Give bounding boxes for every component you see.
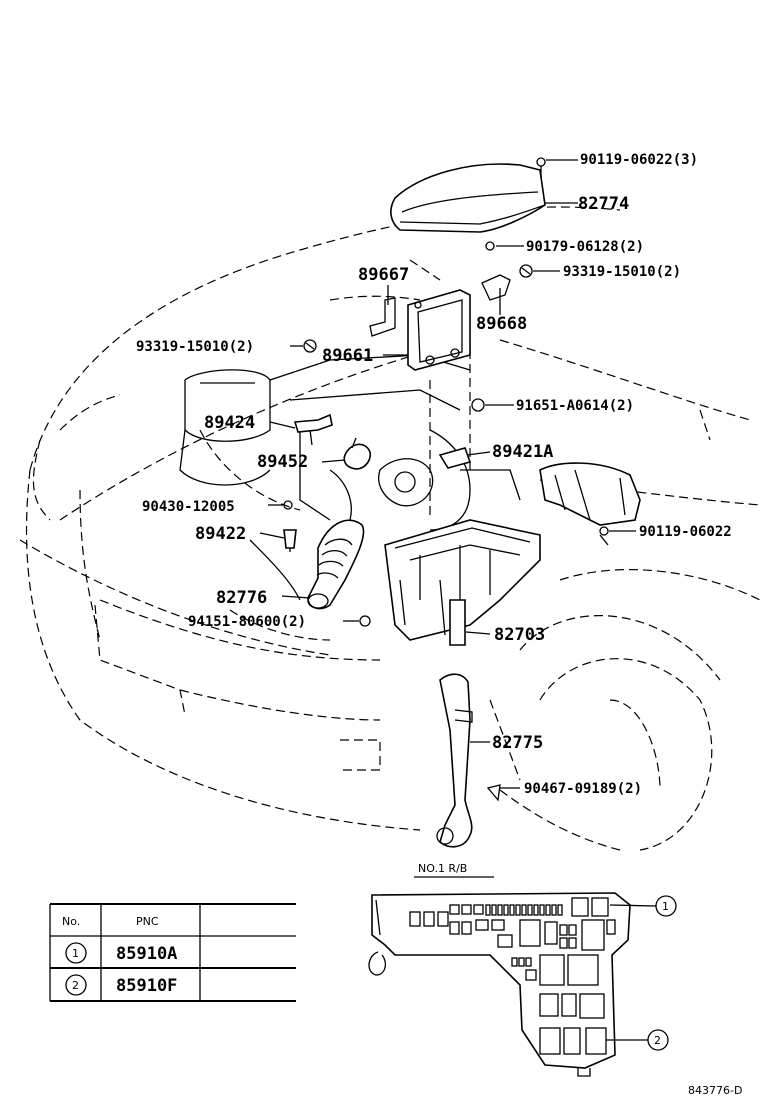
table-header-no: No. — [62, 915, 80, 928]
callout-90119-06022: 90119-06022 — [639, 524, 732, 540]
callout-93319-15010-right: 93319-15010(2) — [563, 264, 681, 280]
drawing-id: 843776-D — [688, 1084, 742, 1097]
callout-89667: 89667 — [358, 265, 409, 285]
callout-82774: 82774 — [578, 194, 629, 214]
callout-93319-15010-left: 93319-15010(2) — [136, 339, 254, 355]
marker-1-label: 1 — [662, 900, 669, 913]
vehicle-outline — [19, 206, 760, 851]
callout-82776: 82776 — [216, 588, 267, 608]
callout-89668: 89668 — [476, 314, 527, 334]
callout-labels: 90119-06022(3) 82774 90179-06128(2) 9331… — [136, 152, 732, 797]
relay-fuse-grid — [409, 897, 616, 1055]
table-row-1-pnc: 85910A — [116, 944, 177, 964]
sensors — [283, 413, 472, 552]
hose-82776 — [307, 519, 365, 610]
callout-82703: 82703 — [494, 625, 545, 645]
housing-82703 — [384, 519, 541, 646]
marker-2-label: 2 — [654, 1034, 661, 1047]
table-row-2-pnc: 85910F — [116, 976, 177, 996]
callout-89422: 89422 — [195, 524, 246, 544]
air-duct-right — [539, 462, 641, 526]
callout-89661: 89661 — [322, 346, 373, 366]
table-row-2-no: 2 — [72, 979, 79, 992]
callout-90179-06128: 90179-06128(2) — [526, 239, 644, 255]
fasteners — [283, 241, 609, 802]
duct-82775 — [436, 673, 473, 848]
relay-block-detail: NO.1 R/B 1 — [368, 862, 677, 1077]
callout-90467-09189: 90467-09189(2) — [524, 781, 642, 797]
cover-82774 — [390, 157, 546, 233]
relay-block-title: NO.1 R/B — [418, 862, 467, 875]
callout-82775: 82775 — [492, 733, 543, 753]
table-row-1-no: 1 — [72, 947, 79, 960]
callout-89421a: 89421A — [492, 442, 553, 462]
callout-89452: 89452 — [257, 452, 308, 472]
callout-94151-80600: 94151-80600(2) — [188, 614, 306, 630]
pnc-table: No. PNC 1 85910A 2 85910F — [49, 903, 296, 1002]
ecu-89661 — [369, 274, 511, 371]
leader-lines — [259, 159, 636, 789]
callout-89424: 89424 — [204, 413, 255, 433]
table-header-pnc: PNC — [136, 915, 159, 928]
callout-90430-12005: 90430-12005 — [142, 499, 235, 515]
callout-90119-06022-3: 90119-06022(3) — [580, 152, 698, 168]
callout-91651-a0614: 91651-A0614(2) — [516, 398, 634, 414]
